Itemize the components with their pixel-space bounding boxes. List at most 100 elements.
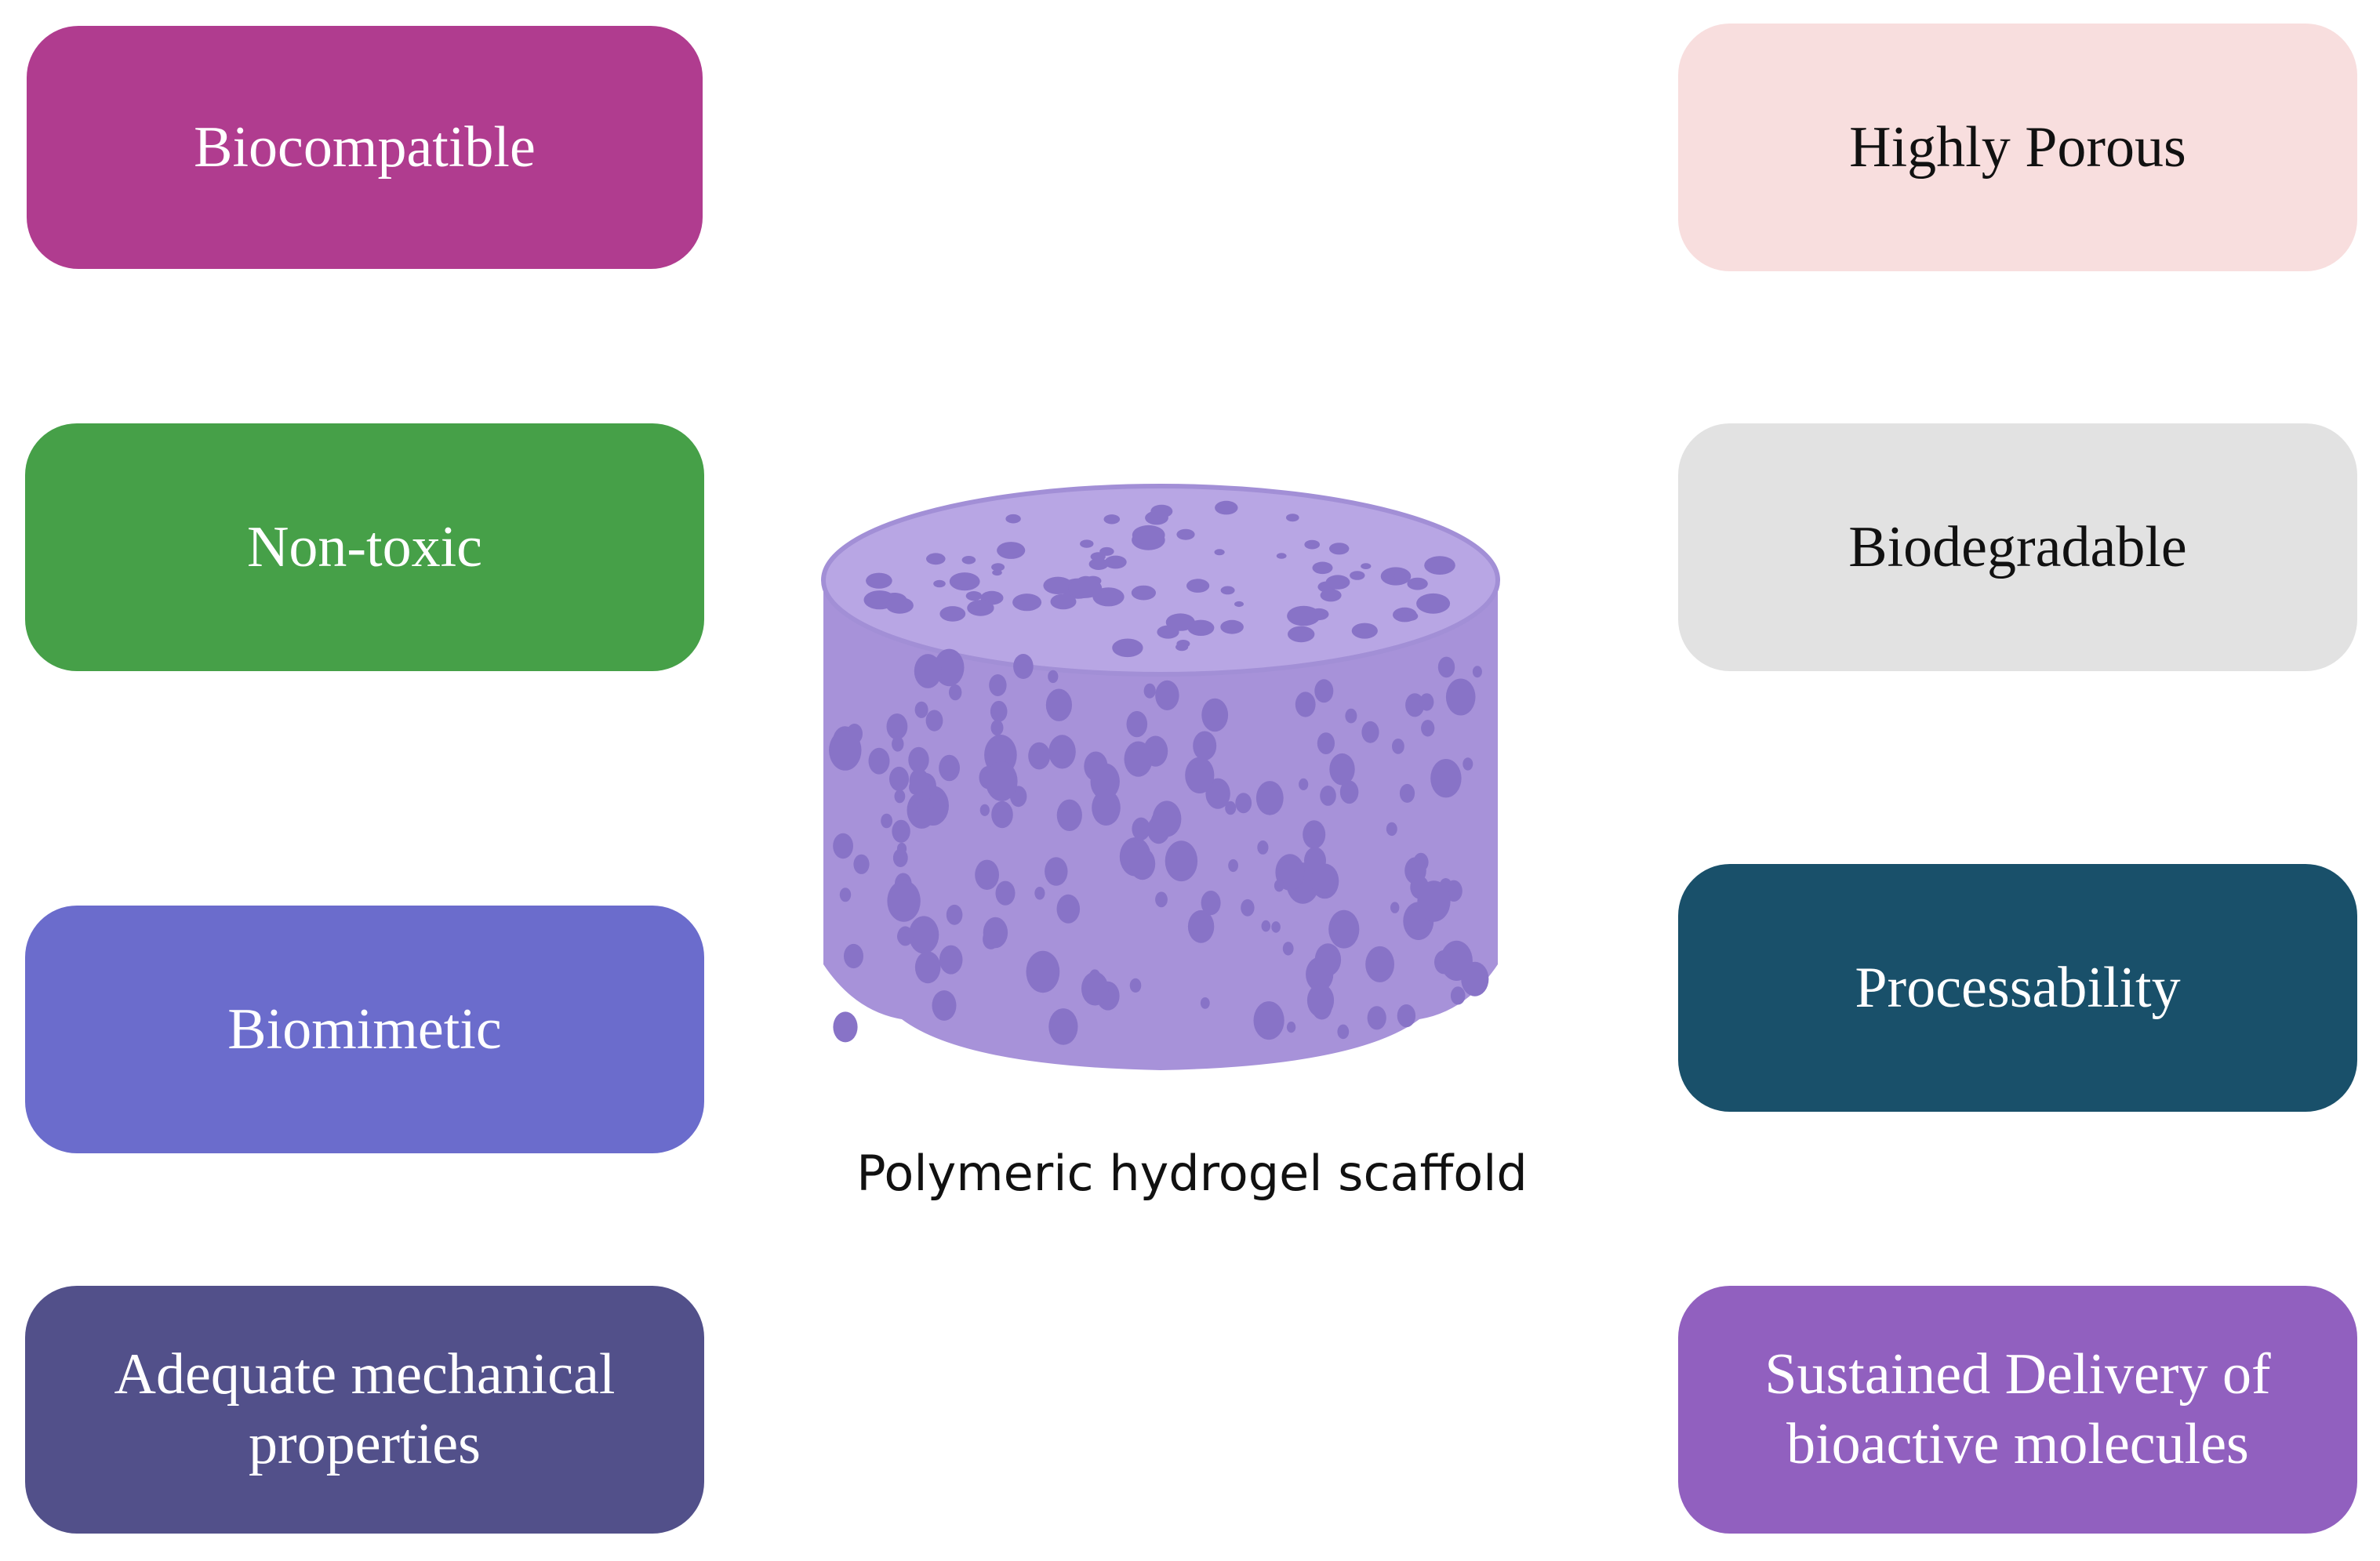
pore	[887, 713, 908, 739]
pore	[886, 597, 914, 614]
pore	[1368, 1006, 1386, 1029]
pore	[1051, 594, 1077, 610]
pore	[1099, 547, 1114, 556]
pore	[1188, 910, 1214, 943]
pore	[989, 674, 1006, 696]
pore	[1288, 626, 1314, 643]
pore	[1220, 620, 1244, 634]
pore	[1005, 514, 1020, 524]
pore	[1424, 556, 1455, 575]
property-label: Biocompatible	[194, 113, 536, 183]
hydrogel-scaffold-illustration	[808, 470, 1513, 1082]
pore	[1081, 972, 1108, 1006]
pore	[983, 917, 1008, 948]
pore	[840, 888, 851, 902]
pore	[1262, 920, 1271, 932]
pore	[1283, 942, 1294, 955]
pore	[980, 804, 990, 816]
property-box-biodegradable: Biodegradable	[1678, 423, 2357, 671]
pore	[1034, 887, 1045, 900]
property-label: Biodegradable	[1848, 513, 2187, 583]
pore	[997, 542, 1025, 559]
pore	[1254, 1001, 1284, 1040]
pore	[1215, 549, 1225, 555]
pore	[1153, 800, 1182, 837]
pore	[1112, 639, 1143, 658]
pore	[1057, 895, 1081, 924]
pore	[1130, 978, 1142, 993]
pore	[1287, 1022, 1295, 1033]
pore	[950, 572, 980, 590]
property-label: Adequate mechanical properties	[114, 1340, 616, 1479]
pore	[1012, 594, 1041, 611]
pore	[1089, 558, 1109, 570]
pore	[1201, 891, 1221, 915]
property-box-non-toxic: Non-toxic	[25, 423, 704, 671]
pore	[909, 916, 939, 953]
pore	[1048, 670, 1058, 683]
pore	[1473, 666, 1482, 677]
pore	[1438, 657, 1455, 678]
pore	[1271, 921, 1281, 933]
pore	[1441, 941, 1473, 981]
pore	[1397, 1004, 1415, 1027]
pore	[887, 880, 920, 922]
pore	[1345, 709, 1357, 724]
pore	[869, 748, 890, 775]
pore	[966, 591, 982, 601]
pore	[1311, 864, 1339, 899]
pore	[1150, 505, 1172, 518]
pore	[947, 905, 963, 925]
pore	[1132, 586, 1156, 601]
property-box-processability: Processability	[1678, 864, 2357, 1112]
pore	[1155, 681, 1179, 710]
pore	[1321, 589, 1342, 601]
property-label: Processability	[1855, 953, 2180, 1023]
pore	[1068, 578, 1102, 598]
pore	[1337, 1025, 1349, 1040]
pore	[1132, 525, 1165, 545]
pore	[949, 684, 961, 700]
pore	[926, 710, 943, 731]
property-box-mechanical-properties: Adequate mechanical properties	[25, 1286, 704, 1534]
property-box-biomimetic: Biomimetic	[25, 906, 704, 1153]
pore	[939, 606, 965, 622]
pore	[1104, 514, 1121, 524]
pore	[1048, 1008, 1077, 1045]
pore	[1176, 529, 1194, 540]
pore	[829, 730, 861, 771]
pore	[1201, 699, 1228, 731]
pore	[1185, 757, 1214, 793]
pore	[1317, 732, 1335, 754]
pore	[975, 860, 999, 890]
pore	[933, 580, 946, 587]
pore	[915, 702, 928, 718]
pore	[986, 761, 1018, 801]
pore	[1105, 556, 1127, 569]
pore	[1165, 840, 1197, 881]
pore	[1241, 899, 1254, 917]
pore	[1430, 759, 1461, 797]
property-box-biocompatible: Biocompatible	[27, 26, 703, 269]
pore	[1084, 752, 1107, 782]
pore	[881, 814, 892, 829]
pore	[1404, 857, 1426, 884]
pore	[1386, 822, 1397, 836]
pore	[1257, 840, 1268, 855]
pore	[1329, 543, 1349, 554]
pore	[1028, 742, 1050, 770]
property-box-highly-porous: Highly Porous	[1678, 24, 2357, 271]
pore	[1277, 553, 1287, 559]
pore	[1309, 608, 1328, 620]
property-label: Non-toxic	[247, 513, 482, 583]
pore	[1043, 577, 1072, 594]
pore	[1407, 578, 1427, 590]
pore	[892, 736, 903, 751]
pore	[1274, 880, 1284, 892]
pore	[1092, 790, 1121, 826]
pore	[844, 944, 863, 968]
pore	[1234, 601, 1244, 607]
pore	[1299, 779, 1308, 790]
pore	[1463, 757, 1473, 770]
pore	[1361, 721, 1379, 743]
